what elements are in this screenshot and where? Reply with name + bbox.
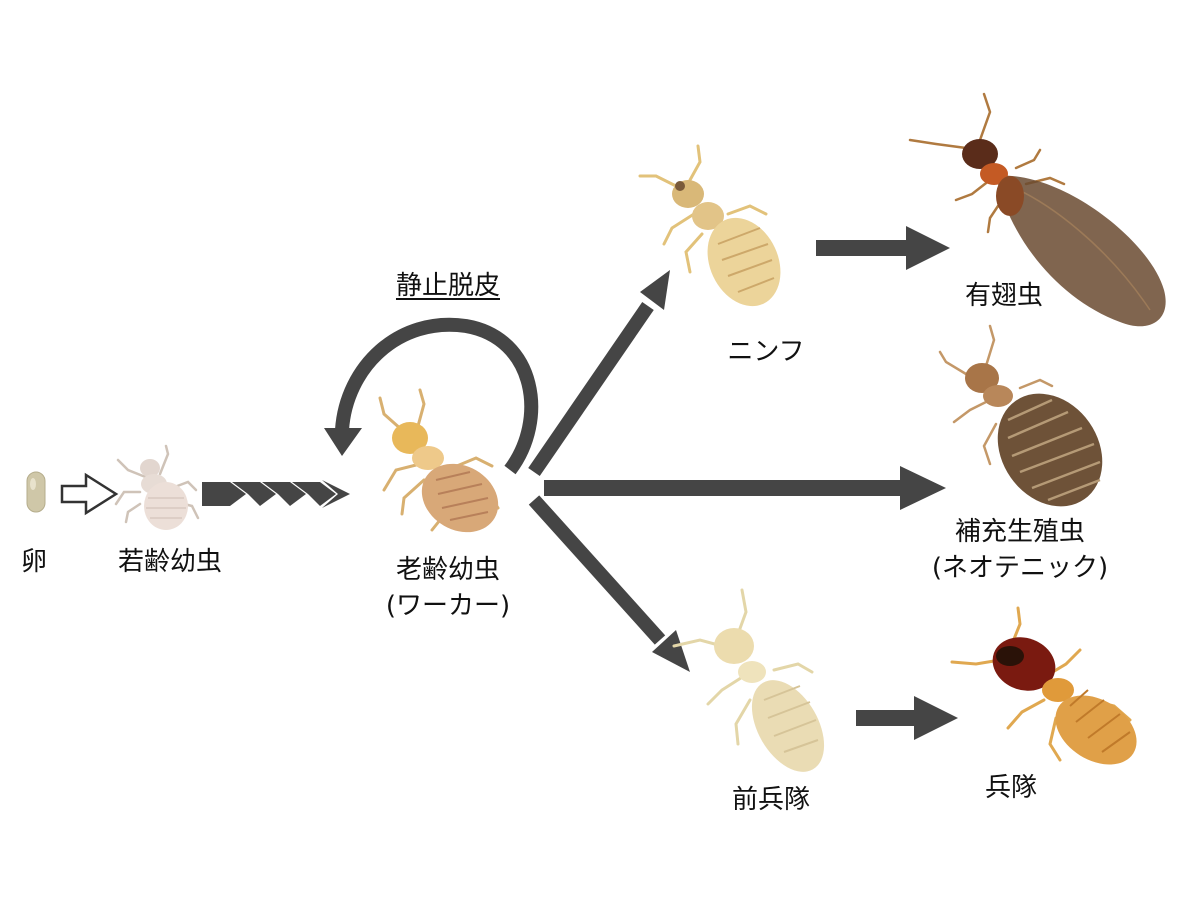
label-soldier: 兵隊 <box>984 773 1037 803</box>
young-larva-icon <box>114 444 200 530</box>
branch-arrow-nymph <box>528 302 654 476</box>
branch-arrow-presoldier <box>528 495 666 645</box>
egg-icon <box>26 471 46 513</box>
worker-termite-icon <box>378 388 500 533</box>
label-neotenic-alt: (ネオテニック) <box>931 553 1109 583</box>
winged-termite-icon <box>908 92 1166 327</box>
label-stationary-molt: 静止脱皮 <box>395 271 500 301</box>
presoldier-termite-icon <box>672 588 825 772</box>
nymph-termite-icon <box>638 144 781 307</box>
label-old-larva: 老齢幼虫 <box>395 555 500 585</box>
label-nymph: ニンフ <box>727 337 805 367</box>
neotenic-termite-icon <box>938 324 1103 507</box>
label-alate: 有翅虫 <box>964 281 1043 311</box>
hollow-arrow-icon <box>60 472 119 516</box>
soldier-termite-icon <box>950 606 1137 765</box>
label-neotenic: 補充生殖虫 <box>954 517 1085 547</box>
label-young-larva: 若齢幼虫 <box>117 547 222 577</box>
multi-stage-arrow-icon <box>202 480 350 508</box>
molt-loop-arrow-icon <box>335 317 539 475</box>
label-presoldier: 前兵隊 <box>731 785 810 815</box>
label-worker: (ワーカー) <box>385 591 511 621</box>
label-egg: 卵 <box>20 547 47 577</box>
